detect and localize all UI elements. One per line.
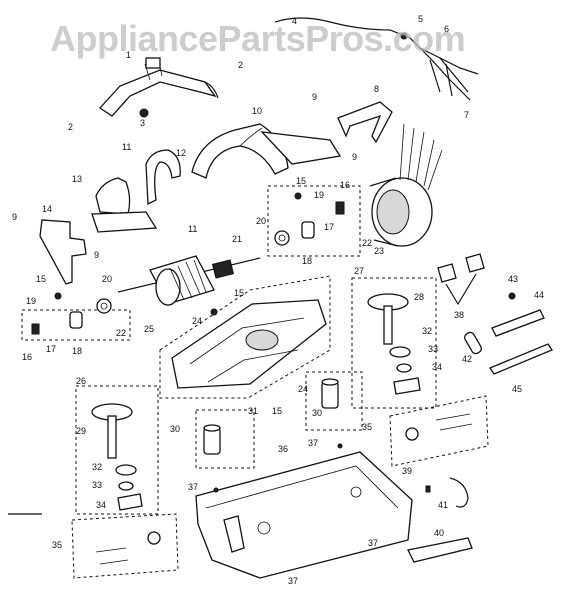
base-plate-part — [195, 443, 413, 579]
callout-9: 9 — [12, 212, 17, 222]
callout-6: 6 — [444, 24, 449, 34]
callout-29: 29 — [76, 426, 86, 436]
gear-stack-right — [351, 277, 437, 409]
callout-24: 24 — [192, 316, 202, 326]
callout-40: 40 — [434, 528, 444, 538]
callout-15: 15 — [234, 288, 244, 298]
callout-33: 33 — [428, 344, 438, 354]
callout-39: 39 — [402, 466, 412, 476]
bearing-group-left — [21, 292, 131, 341]
callout-30: 30 — [312, 408, 322, 418]
callout-25: 25 — [144, 324, 154, 334]
callout-37: 37 — [188, 482, 198, 492]
callout-21: 21 — [232, 234, 242, 244]
callout-2: 2 — [68, 122, 73, 132]
callout-19: 19 — [26, 296, 36, 306]
power-cord-part — [274, 17, 479, 101]
callout-labels: 1 2 2 3 4 5 6 7 8 9 9 9 9 10 11 11 12 13… — [12, 14, 544, 586]
motor-field-part — [369, 123, 443, 247]
gear-plate-left — [71, 513, 179, 579]
callout-23: 23 — [374, 246, 384, 256]
callout-1: 1 — [126, 50, 131, 60]
callout-12: 12 — [176, 148, 186, 158]
gear-housing-part — [159, 275, 331, 399]
callout-18: 18 — [302, 256, 312, 266]
watermark-text: AppliancePartsPros.com — [50, 18, 466, 59]
callout-13: 13 — [72, 174, 82, 184]
callout-33: 33 — [92, 480, 102, 490]
callout-10: 10 — [252, 106, 262, 116]
callout-9: 9 — [94, 250, 99, 260]
callout-37: 37 — [288, 576, 298, 586]
spindle-tube-right — [305, 371, 363, 431]
callout-45: 45 — [512, 384, 522, 394]
callout-30: 30 — [170, 424, 180, 434]
brush-guard-part — [39, 149, 181, 285]
callout-5: 5 — [418, 14, 423, 24]
callout-7: 7 — [464, 110, 469, 120]
spindle-tube-left — [195, 409, 255, 469]
callout-15: 15 — [272, 406, 282, 416]
callout-27: 27 — [354, 266, 364, 276]
callout-15: 15 — [36, 274, 46, 284]
callout-19: 19 — [314, 190, 324, 200]
callout-2: 2 — [238, 60, 243, 70]
callout-16: 16 — [340, 180, 350, 190]
armature-part — [117, 255, 261, 306]
callout-17: 17 — [324, 222, 334, 232]
callout-14: 14 — [42, 204, 52, 214]
callout-17: 17 — [46, 344, 56, 354]
gear-stack-left — [75, 385, 159, 515]
housing-cover-part — [191, 123, 342, 179]
callout-38: 38 — [454, 310, 464, 320]
callout-34: 34 — [96, 500, 106, 510]
callout-37: 37 — [308, 438, 318, 448]
callout-41: 41 — [438, 500, 448, 510]
callout-9: 9 — [312, 92, 317, 102]
callout-20: 20 — [102, 274, 112, 284]
callout-44: 44 — [534, 290, 544, 300]
callout-37: 37 — [368, 538, 378, 548]
callout-42: 42 — [462, 354, 472, 364]
callout-24: 24 — [298, 384, 308, 394]
small-parts-right — [407, 253, 553, 563]
callout-34: 34 — [432, 362, 442, 372]
callout-3: 3 — [140, 118, 145, 128]
callout-36: 36 — [278, 444, 288, 454]
callout-8: 8 — [374, 84, 379, 94]
callout-28: 28 — [414, 292, 424, 302]
callout-11: 11 — [188, 224, 197, 234]
callout-26: 26 — [76, 376, 86, 386]
callout-22: 22 — [116, 328, 126, 338]
bearing-group-right — [267, 185, 361, 257]
callout-22: 22 — [362, 238, 372, 248]
callout-9: 9 — [352, 152, 357, 162]
callout-32: 32 — [422, 326, 432, 336]
callout-31: 31 — [248, 406, 258, 416]
gear-plate-right — [389, 395, 489, 467]
callout-4: 4 — [292, 16, 297, 26]
callout-16: 16 — [22, 352, 32, 362]
callout-11: 11 — [122, 142, 131, 152]
callout-35: 35 — [362, 422, 372, 432]
switch-bracket-part — [337, 101, 393, 144]
callout-18: 18 — [72, 346, 82, 356]
callout-35: 35 — [52, 540, 62, 550]
callout-43: 43 — [508, 274, 518, 284]
callout-32: 32 — [92, 462, 102, 472]
callout-20: 20 — [256, 216, 266, 226]
callout-15: 15 — [296, 176, 306, 186]
handle-bracket-part — [99, 57, 219, 118]
